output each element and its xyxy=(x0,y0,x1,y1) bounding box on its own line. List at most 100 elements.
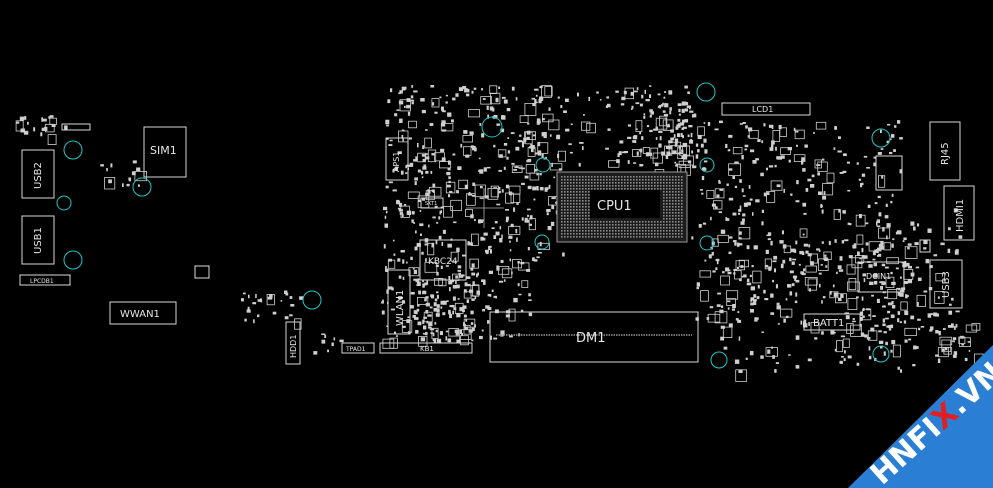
cpu-ball xyxy=(669,191,671,193)
smd-pad xyxy=(691,236,694,240)
smd-pad xyxy=(427,242,435,256)
smd-pad xyxy=(421,176,424,179)
cpu-ball xyxy=(591,221,593,223)
smd-pad xyxy=(846,161,850,164)
smd-pad xyxy=(449,313,452,319)
smd-pad xyxy=(399,212,403,215)
cpu-ball xyxy=(582,227,584,229)
smd-pad xyxy=(468,192,471,194)
cpu-ball xyxy=(669,188,671,190)
cpu-ball xyxy=(570,227,572,229)
smd-pad xyxy=(548,107,551,111)
cpu-ball xyxy=(564,212,566,214)
smd-pad xyxy=(718,211,722,214)
cpu-ball xyxy=(651,221,653,223)
cpu-ball xyxy=(654,227,656,229)
smd-pad xyxy=(807,358,812,362)
smd-pad xyxy=(505,220,509,223)
smd-pad xyxy=(491,227,495,229)
cpu-ball xyxy=(681,212,683,214)
cpu-ball xyxy=(615,224,617,226)
cpu-ball xyxy=(585,227,587,229)
smd-pad xyxy=(953,326,956,330)
smd-pad xyxy=(821,209,824,214)
smd-pad xyxy=(402,276,405,280)
smd-pad xyxy=(624,151,628,154)
smd-pad xyxy=(710,216,712,221)
cpu-ball xyxy=(636,236,638,238)
smd-pad xyxy=(386,325,389,327)
cpu-ball xyxy=(594,230,596,232)
smd-pad xyxy=(429,123,434,126)
cpu-ball xyxy=(666,209,668,211)
smd-pad xyxy=(530,144,533,148)
smd-pad xyxy=(641,136,644,140)
smd-pad xyxy=(766,190,776,203)
smd-pad xyxy=(485,249,489,253)
smd-pad xyxy=(539,241,542,247)
cpu-ball xyxy=(672,212,674,214)
cpu-ball xyxy=(666,206,668,208)
smd-pad xyxy=(466,93,470,97)
cpu-ball xyxy=(567,182,569,184)
smd-pad xyxy=(543,135,547,139)
cpu-ball xyxy=(681,218,683,220)
smd-pad xyxy=(527,247,530,251)
smd-pad xyxy=(842,210,846,214)
smd-pad xyxy=(452,310,454,315)
cpu-ball xyxy=(594,176,596,178)
smd-pad xyxy=(248,294,250,299)
cpu-ball xyxy=(666,191,668,193)
smd-pad xyxy=(770,240,773,246)
cpu-ball xyxy=(654,182,656,184)
smd-pad xyxy=(247,306,250,311)
cpu-ball xyxy=(669,179,671,181)
smd-pad xyxy=(726,300,731,303)
smd-pad xyxy=(675,126,679,130)
smd-pad xyxy=(803,212,807,215)
smd-pad xyxy=(752,212,754,216)
smd-pad xyxy=(796,180,799,185)
smd-pad xyxy=(878,227,891,239)
cpu-ball xyxy=(588,194,590,196)
smd-pad xyxy=(897,311,901,315)
smd-pad xyxy=(440,210,442,213)
tpad1-connector: TPAD1 xyxy=(341,342,375,354)
smd-pad xyxy=(422,319,425,324)
smd-pad xyxy=(722,271,725,274)
smd-pad xyxy=(847,355,852,359)
smd-pad xyxy=(428,322,433,327)
cpu-ball xyxy=(612,185,614,187)
cpu-ball xyxy=(666,230,668,232)
smd-pad xyxy=(869,281,874,285)
cpu-ball xyxy=(636,185,638,187)
smd-pad xyxy=(563,110,567,113)
smd-pad xyxy=(688,160,692,164)
smd-pad xyxy=(822,296,826,299)
smd-pad xyxy=(852,244,856,247)
cpu-ball xyxy=(579,185,581,187)
cpu-ball xyxy=(672,227,674,229)
smd-pad xyxy=(757,285,760,289)
cpu-ball xyxy=(561,224,563,226)
smd-pad xyxy=(790,193,793,196)
cpu-ball xyxy=(594,182,596,184)
cpu-ball xyxy=(678,197,680,199)
smd-pad xyxy=(641,94,644,99)
smd-pad xyxy=(965,324,978,333)
smd-pad xyxy=(941,348,945,352)
smd-pad xyxy=(795,335,800,340)
smd-pad xyxy=(917,223,920,227)
smd-pad xyxy=(408,267,420,277)
smd-pad xyxy=(695,154,699,159)
smd-pad xyxy=(422,158,426,162)
smd-pad xyxy=(882,227,885,232)
cpu-ball xyxy=(588,236,590,238)
smd-pad xyxy=(421,251,424,255)
smd-pad xyxy=(732,304,736,309)
usb1-connector: USB1 xyxy=(21,215,55,265)
cpu-ball xyxy=(621,230,623,232)
smd-pad xyxy=(621,151,626,154)
smd-pad xyxy=(718,179,721,182)
smd-pad xyxy=(886,257,899,265)
